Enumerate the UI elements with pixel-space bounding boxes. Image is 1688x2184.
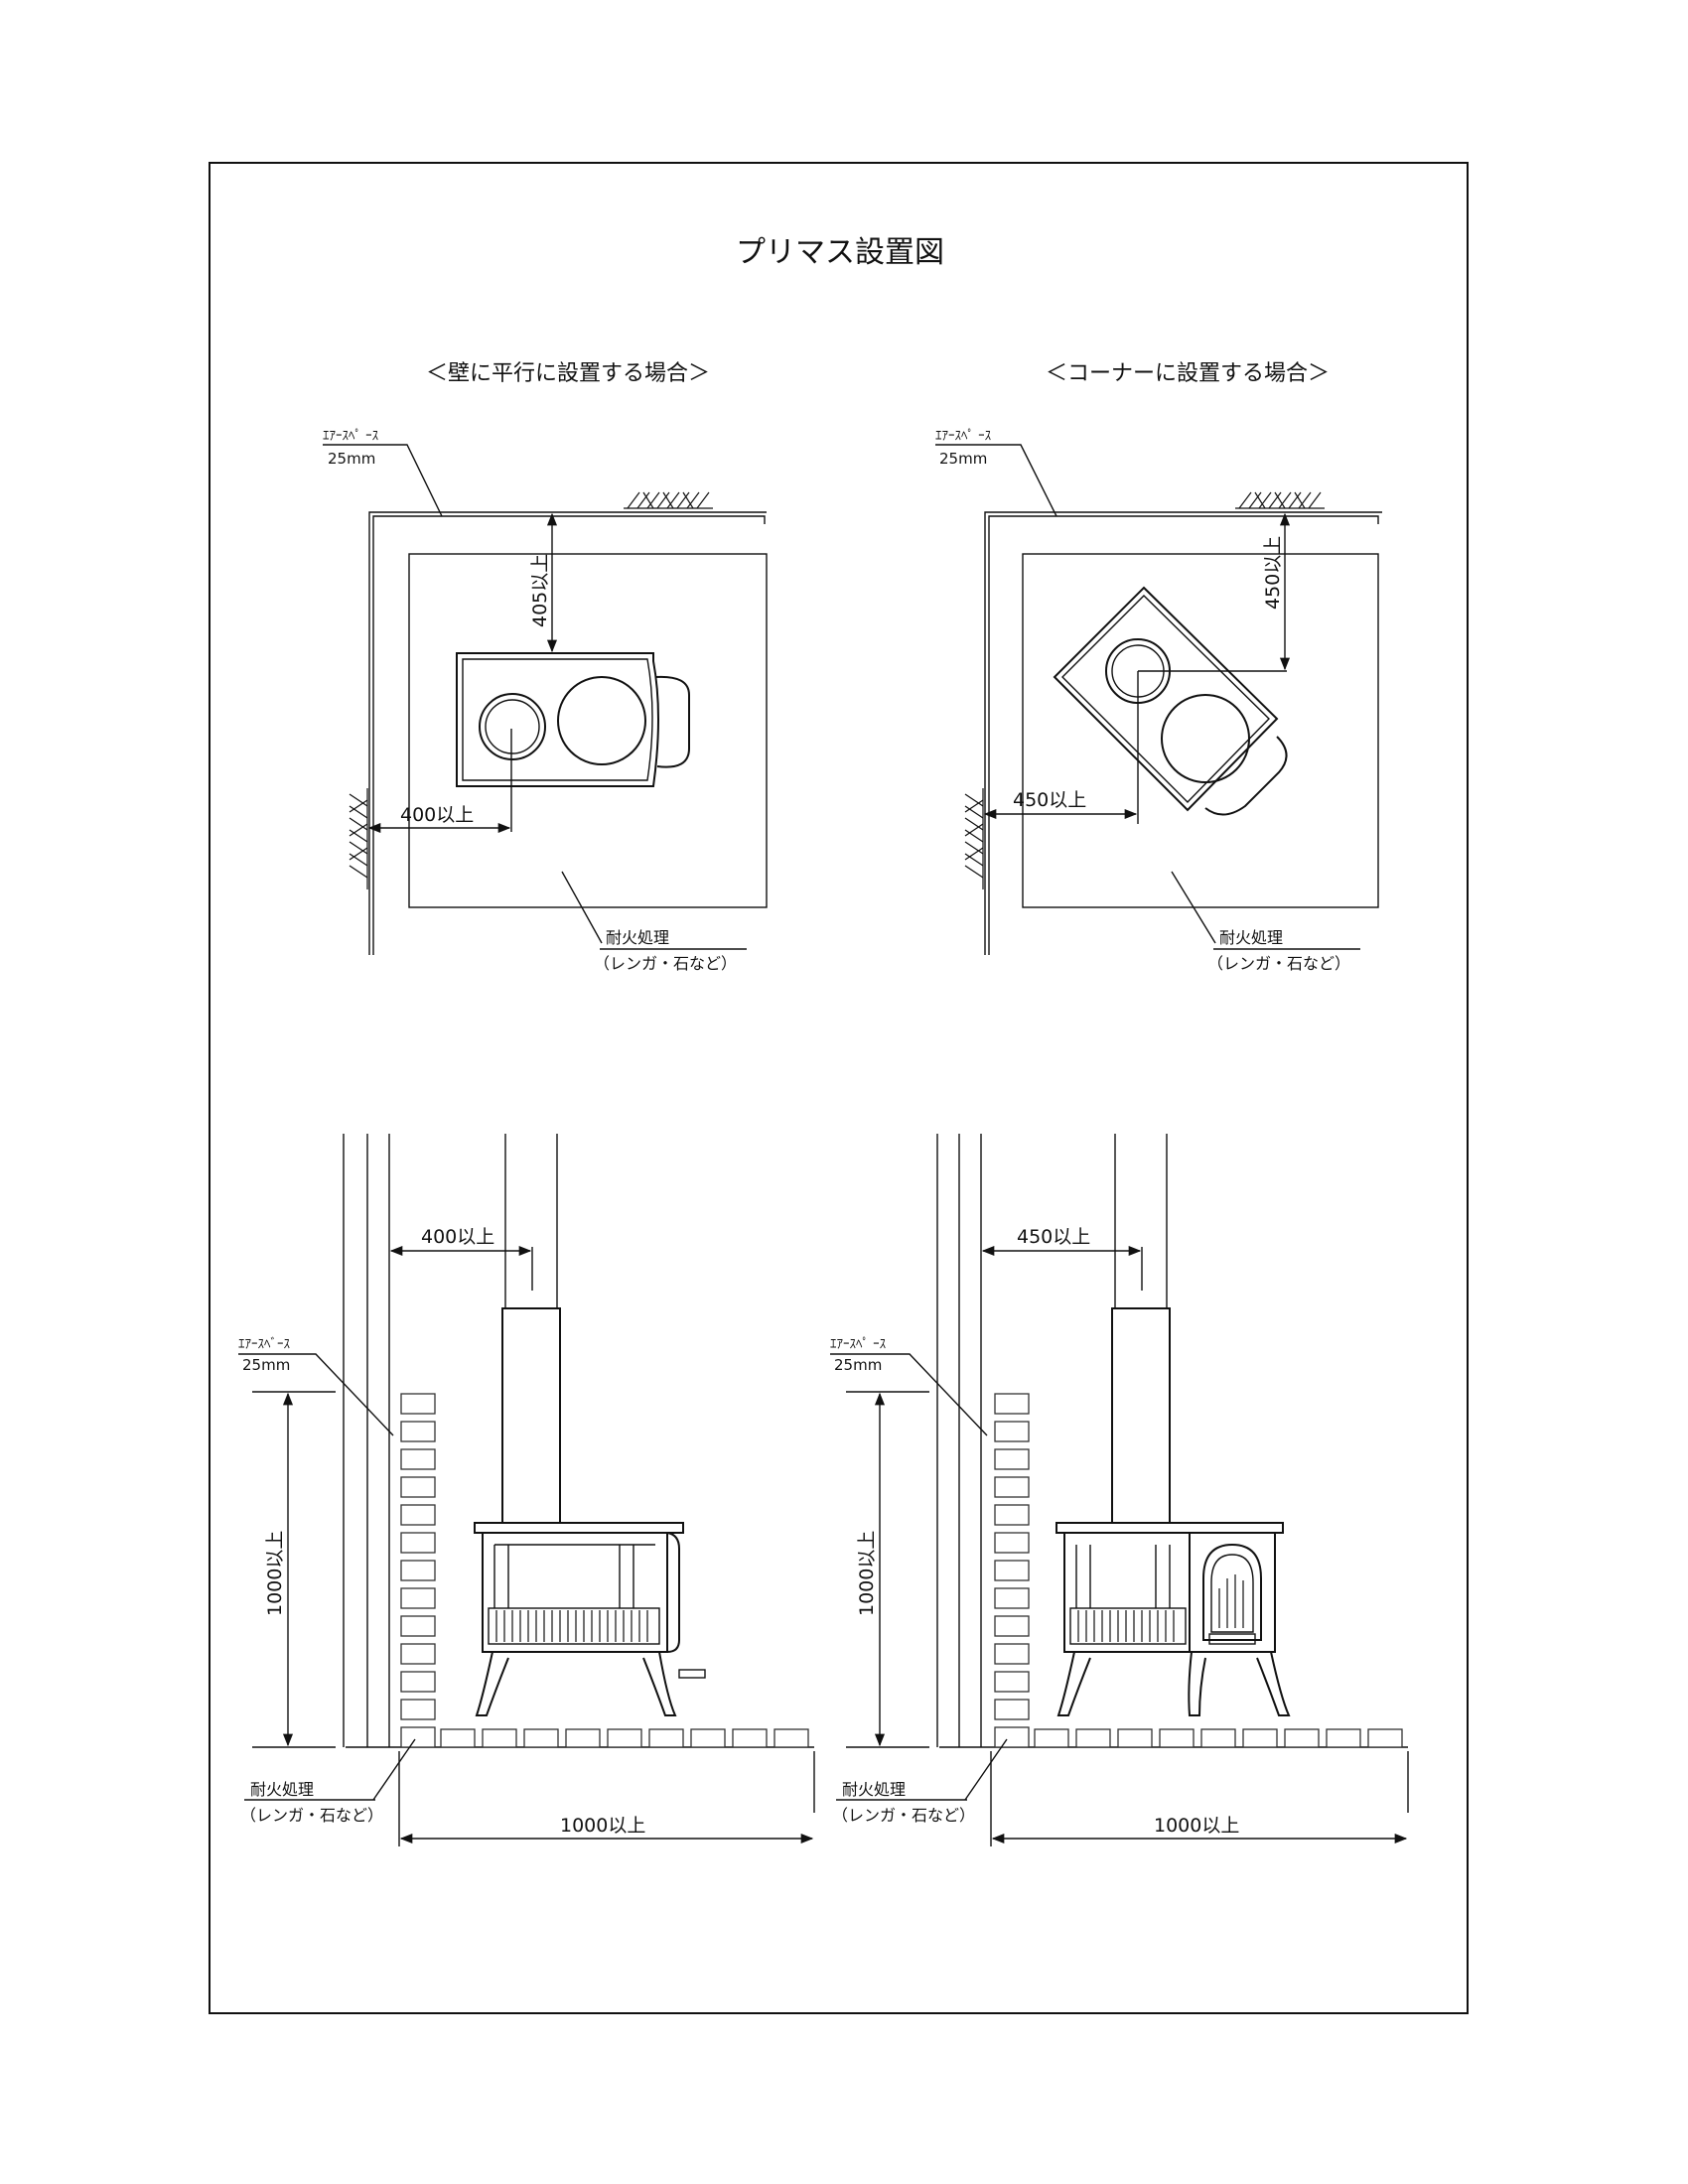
cooktop-plate	[1161, 694, 1250, 783]
dim-elev-parallel-side: 400以上	[421, 1226, 494, 1248]
air-space-line	[988, 515, 1379, 955]
stove-leg	[1188, 1651, 1206, 1716]
stove-leg	[642, 1651, 677, 1716]
svg-text:25mm: 25mm	[242, 1356, 290, 1374]
fireproof-label: 耐火処理	[250, 1780, 314, 1799]
svg-text:（レンガ・石など）: （レンガ・石など）	[240, 1806, 383, 1825]
dim-corner-top: 450以上	[1262, 536, 1284, 610]
stove-side-view	[1055, 1522, 1291, 1716]
fireproof-label: 耐火処理	[1219, 928, 1283, 947]
stovepipe	[1111, 1307, 1171, 1524]
fireproof-hearth	[1022, 553, 1379, 908]
stove-top-view	[456, 652, 659, 787]
plan-parallel: 405以上 400以上 ｴｱｰｽﾍﾟ ｰｽ 25mm 耐火処理 （レンガ・石など…	[323, 429, 768, 973]
svg-text:25mm: 25mm	[939, 450, 987, 468]
dim-floor-width: 1000以上	[560, 1815, 645, 1837]
wall-hatch-left	[964, 788, 984, 889]
fireproof-label: 耐火処理	[606, 928, 669, 947]
stovepipe	[501, 1307, 561, 1524]
svg-text:25mm: 25mm	[834, 1356, 882, 1374]
wall-hatch-top	[624, 491, 713, 509]
stove-handle	[654, 675, 690, 768]
svg-text:ｴｱｰｽﾍﾟ ｰｽ: ｴｱｰｽﾍﾟ ｰｽ	[935, 429, 992, 444]
dim-wall-height: 1000以上	[856, 1531, 878, 1616]
ash-tray-handle	[678, 1669, 706, 1679]
elevation-parallel: 400以上 1000以上 1000以上 ｴｱｰｽﾍﾞｰｽ 25mm 耐火処理 （…	[238, 1134, 815, 1846]
wall-hatch-left	[349, 788, 368, 889]
brick-wall	[994, 1393, 1030, 1748]
svg-text:ｴｱｰｽﾍﾟ ｰｽ: ｴｱｰｽﾍﾟ ｰｽ	[830, 1337, 887, 1352]
dim-elev-corner-side: 450以上	[1017, 1226, 1090, 1248]
dim-wall-height: 1000以上	[264, 1531, 286, 1616]
ash-grille	[1069, 1607, 1187, 1645]
flue-collar	[479, 693, 546, 760]
air-space-line	[372, 515, 766, 955]
svg-text:（レンガ・石など）: （レンガ・石など）	[832, 1806, 975, 1825]
dim-parallel-side: 400以上	[400, 804, 474, 826]
cooktop-plate	[557, 676, 646, 765]
drawing-frame	[209, 162, 1469, 2014]
stove-handle	[1204, 736, 1288, 816]
stove-leg	[475, 1651, 509, 1716]
stove-top-view	[1053, 586, 1279, 812]
dim-corner-side: 450以上	[1013, 789, 1086, 811]
heading-corner: ＜コーナーに設置する場合＞	[1046, 361, 1330, 386]
dim-parallel-top: 405以上	[529, 554, 551, 627]
wall-hatch-top	[1235, 491, 1325, 509]
svg-text:ｴｱｰｽﾍﾟ ｰｽ: ｴｱｰｽﾍﾟ ｰｽ	[323, 429, 379, 444]
plan-corner: 450以上 450以上 ｴｱｰｽﾍﾟ ｰｽ 25mm 耐火処理 （レンガ・石など…	[935, 429, 1382, 973]
stove-leg	[1056, 1651, 1091, 1716]
fireproof-label: 耐火処理	[842, 1780, 906, 1799]
svg-text:ｴｱｰｽﾍﾞｰｽ: ｴｱｰｽﾍﾞｰｽ	[238, 1337, 291, 1352]
brick-wall	[400, 1393, 436, 1748]
stove-leg	[1256, 1651, 1291, 1716]
svg-text:（レンガ・石など）: （レンガ・石など）	[1207, 954, 1350, 973]
side-door-arch	[1202, 1543, 1262, 1641]
brick-floor	[1034, 1728, 1403, 1748]
svg-text:25mm: 25mm	[328, 450, 375, 468]
svg-text:（レンガ・石など）: （レンガ・石など）	[594, 954, 737, 973]
stove-front-view	[474, 1522, 706, 1716]
elevation-corner: 450以上 1000以上 1000以上 ｴｱｰｽﾍﾟ ｰｽ 25mm 耐火処理 …	[830, 1134, 1409, 1846]
brick-floor	[440, 1728, 809, 1748]
fireproof-hearth	[408, 553, 768, 908]
dim-floor-width: 1000以上	[1154, 1815, 1239, 1837]
ash-grille	[488, 1607, 660, 1645]
page-title: プリマス設置図	[736, 235, 944, 270]
heading-parallel: ＜壁に平行に設置する場合＞	[426, 361, 710, 386]
